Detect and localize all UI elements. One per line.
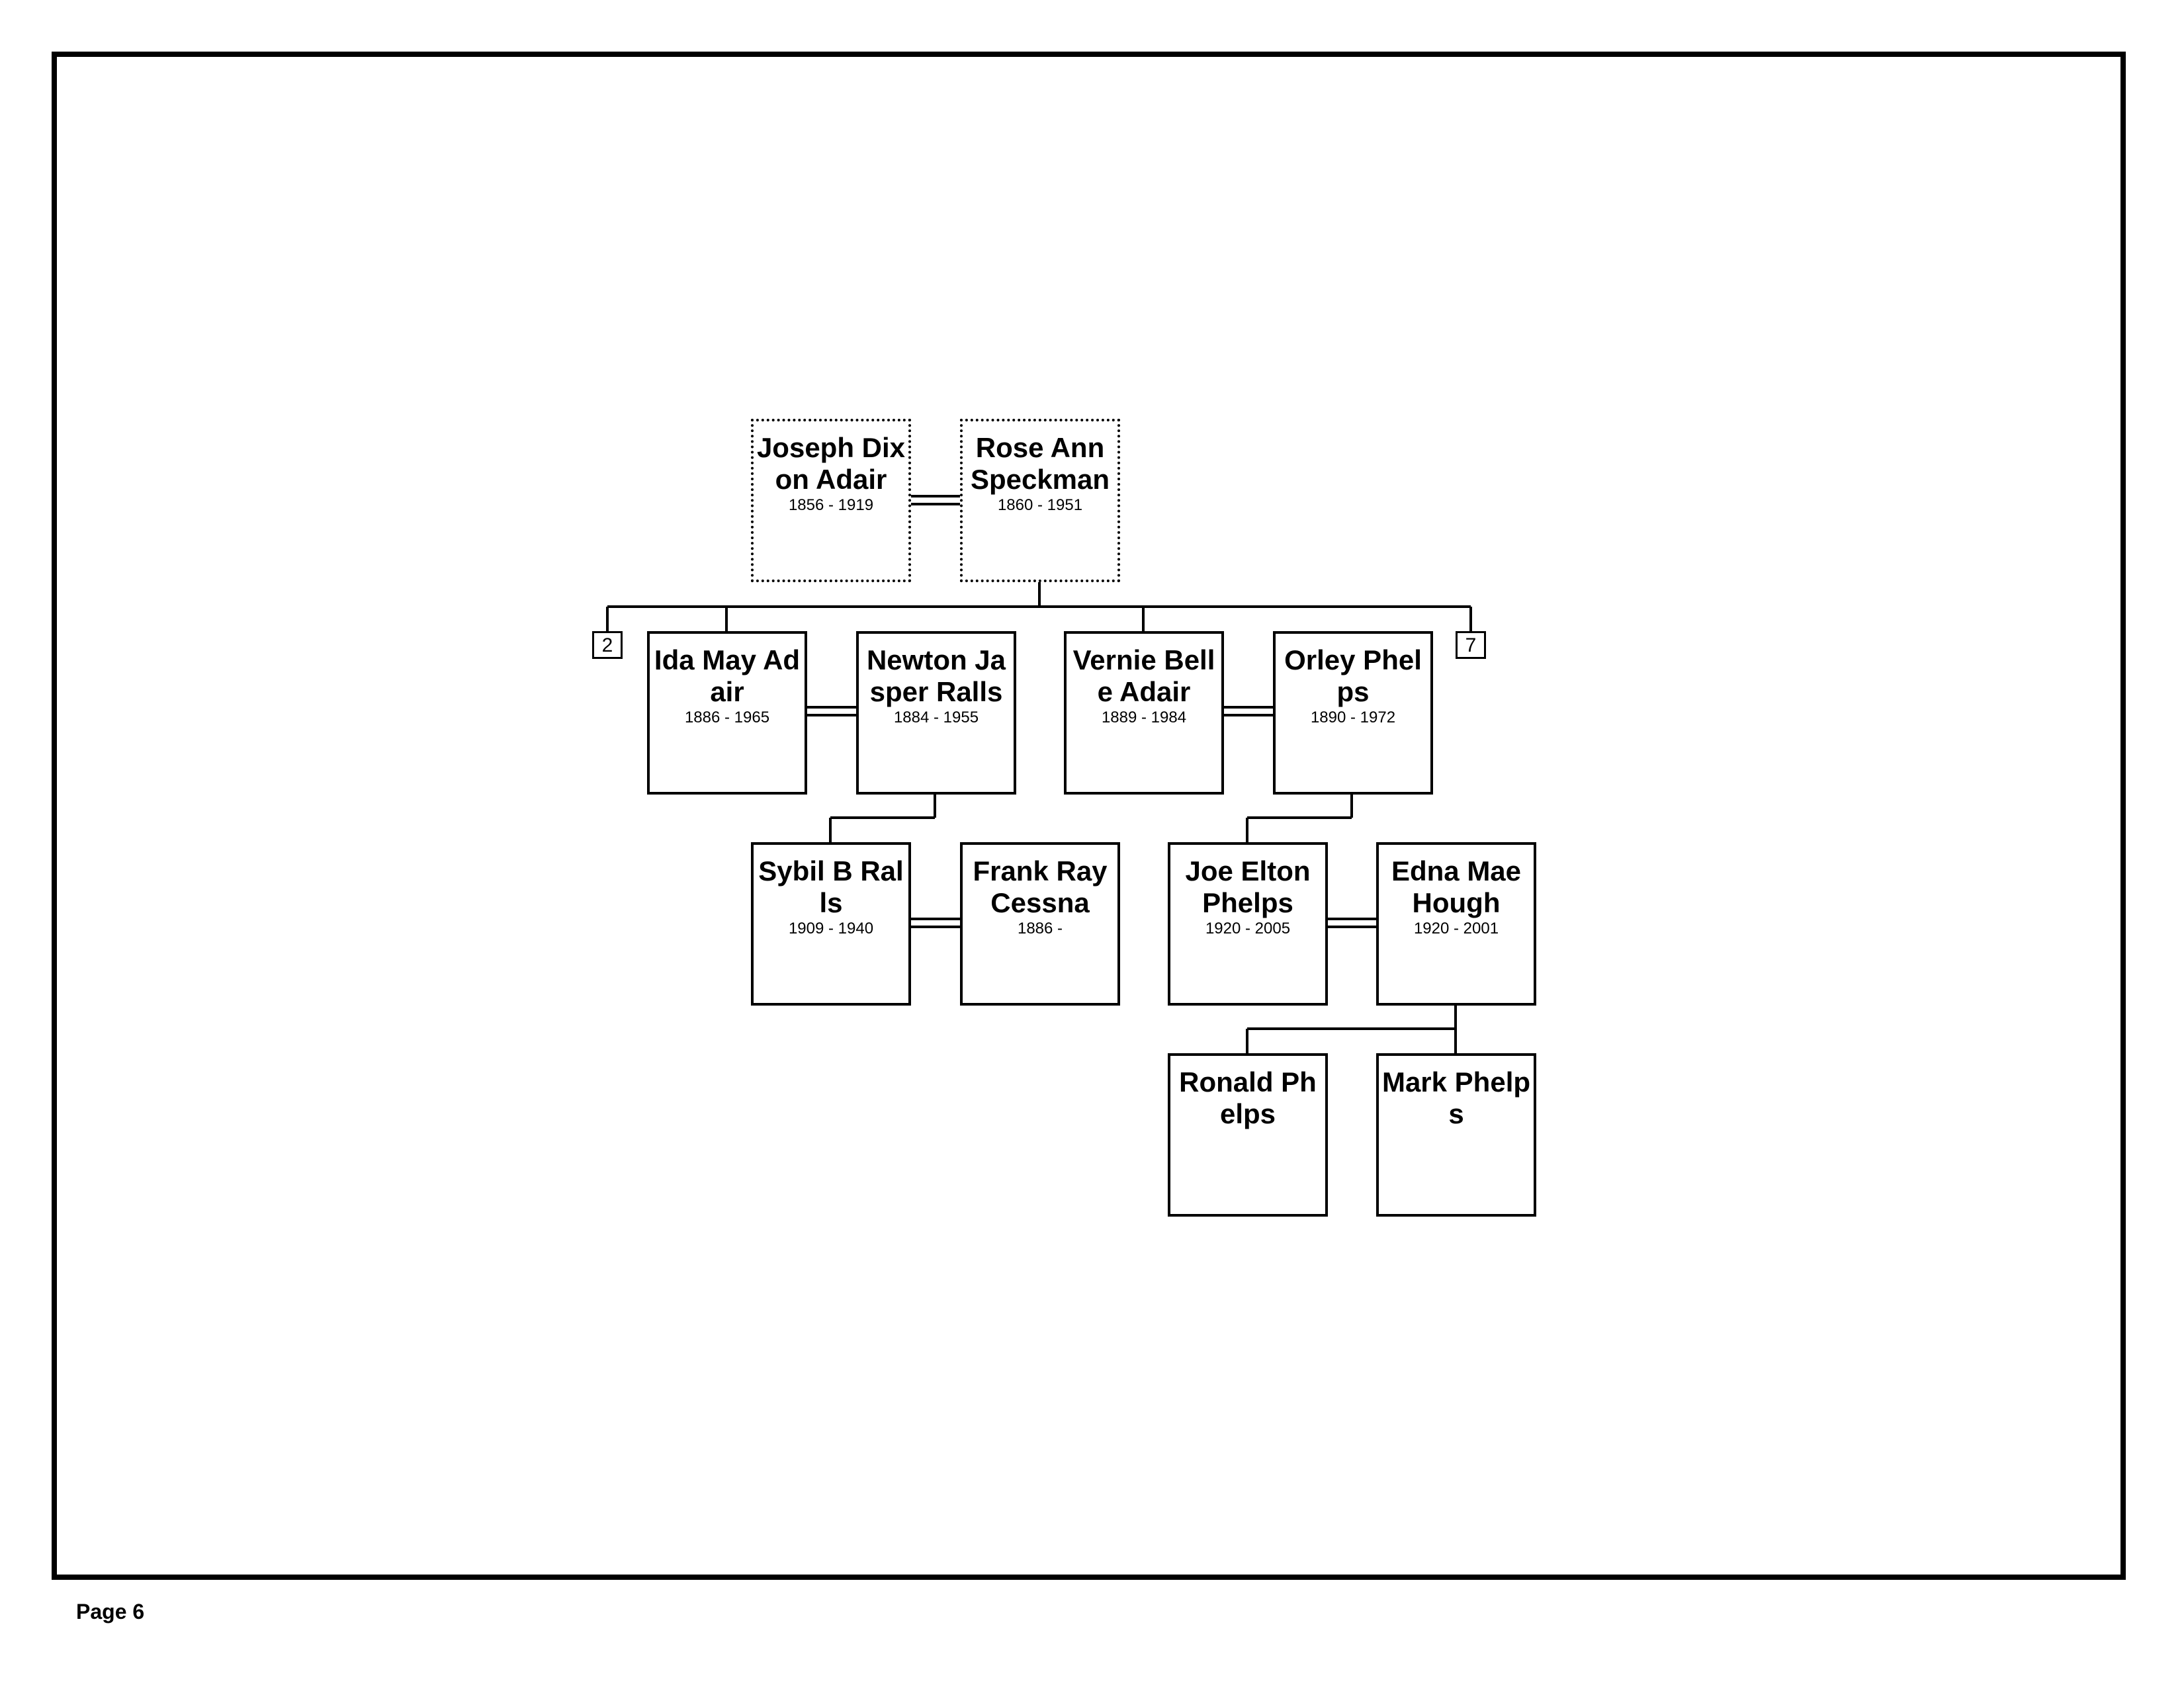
person-dates: 1889 - 1984: [1101, 709, 1187, 726]
page-number: Page 6: [76, 1600, 145, 1623]
person-name: Joe Elton Phelps: [1185, 855, 1311, 918]
more-children-indicator-right[interactable]: 7: [1456, 631, 1486, 659]
person-box-ronald-phelps[interactable]: Ronald Phelps: [1168, 1053, 1328, 1217]
person-box-frank-ray-cessna[interactable]: Frank Ray Cessna 1886 -: [960, 842, 1120, 1006]
person-box-mark-phelps[interactable]: Mark Phelps: [1376, 1053, 1536, 1217]
person-name: Ida May Adair: [654, 644, 801, 707]
person-dates: 1856 - 1919: [788, 496, 874, 514]
person-name: Frank Ray Cessna: [973, 855, 1108, 918]
person-box-vernie-belle-adair[interactable]: Vernie Belle Adair 1889 - 1984: [1064, 631, 1224, 795]
person-dates: 1920 - 2005: [1205, 920, 1291, 937]
person-box-orley-phelps[interactable]: Orley Phelps 1890 - 1972: [1273, 631, 1433, 795]
person-box-edna-mae-hough[interactable]: Edna Mae Hough 1920 - 2001: [1376, 842, 1536, 1006]
person-box-ida-may-adair[interactable]: Ida May Adair 1886 - 1965: [647, 631, 807, 795]
person-name: Vernie Belle Adair: [1072, 644, 1215, 707]
person-name: Sybil B Ralls: [758, 855, 904, 918]
person-box-rose-ann-speckman[interactable]: Rose Ann Speckman 1860 - 1951: [960, 419, 1120, 582]
person-dates: 1860 - 1951: [997, 496, 1083, 514]
person-dates: 1920 - 2001: [1413, 920, 1499, 937]
person-name: Newton Jasper Ralls: [866, 644, 1006, 707]
person-name: Edna Mae Hough: [1391, 855, 1522, 918]
person-name: Rose Ann Speckman: [970, 432, 1110, 495]
person-name: Mark Phelps: [1381, 1066, 1531, 1129]
person-dates: 1886 -: [1017, 920, 1063, 937]
person-dates: 1884 - 1955: [893, 709, 979, 726]
person-dates: 1890 - 1972: [1310, 709, 1396, 726]
person-name: Orley Phelps: [1284, 644, 1422, 707]
person-box-sybil-b-ralls[interactable]: Sybil B Ralls 1909 - 1940: [751, 842, 911, 1006]
person-box-joseph-dixon-adair[interactable]: Joseph Dixon Adair 1856 - 1919: [751, 419, 911, 582]
person-name: Ronald Phelps: [1179, 1066, 1317, 1129]
person-dates: 1909 - 1940: [788, 920, 874, 937]
page-border: [52, 52, 2126, 1580]
person-name: Joseph Dixon Adair: [756, 432, 906, 495]
more-children-indicator-left[interactable]: 2: [592, 631, 623, 659]
person-box-joe-elton-phelps[interactable]: Joe Elton Phelps 1920 - 2005: [1168, 842, 1328, 1006]
person-box-newton-jasper-ralls[interactable]: Newton Jasper Ralls 1884 - 1955: [856, 631, 1016, 795]
person-dates: 1886 - 1965: [684, 709, 770, 726]
